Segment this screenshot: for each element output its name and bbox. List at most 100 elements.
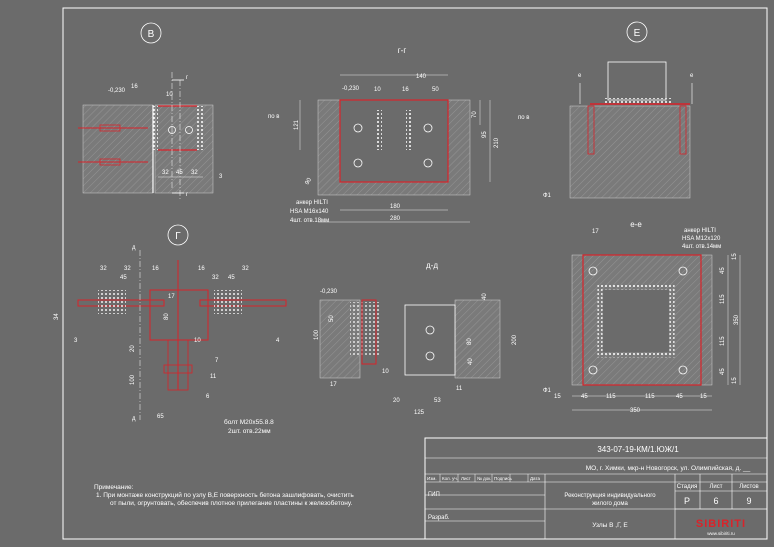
drawing-label: Лист xyxy=(461,476,471,481)
drawing-label: 16 xyxy=(198,266,205,272)
sheet-frame xyxy=(62,7,768,540)
drawing-label: 200 xyxy=(512,334,518,345)
drawing-label: Кол. уч. xyxy=(442,476,458,481)
drawing-label: 65 xyxy=(157,414,164,420)
drawing-label: по в xyxy=(518,115,529,121)
drawing-label: 15 xyxy=(554,394,561,400)
drawing-label: 16 xyxy=(131,84,138,90)
drawing-label: 50 xyxy=(329,315,335,322)
view-ee: е-е 17 анкер HILTI HSA M12х120 4шт. отв.… xyxy=(543,220,741,414)
drawing-label: 16 xyxy=(402,87,409,93)
drawing-label: Изм. xyxy=(427,476,437,481)
drawing-label: 32 xyxy=(212,275,219,281)
drawing-label: 100 xyxy=(314,329,320,340)
lists-value: 9 xyxy=(746,496,751,506)
drawing-label: 32 xyxy=(100,266,107,272)
drawing-label: 17 xyxy=(592,229,599,235)
drawing-label: болт М20х55.8.8 xyxy=(224,418,274,426)
gip-label: ГИП xyxy=(428,492,440,498)
drawing-label: г xyxy=(186,75,189,81)
drawing-label: 45 xyxy=(228,275,235,281)
drawing-label: 7 xyxy=(215,358,219,364)
address: МО, г. Химки, мкр-н Новогорск, ул. Олимп… xyxy=(586,464,751,472)
drawing-label: 350 xyxy=(630,408,641,414)
drawing-label: Стадия xyxy=(677,484,697,490)
drawing-label: 11 xyxy=(210,374,217,380)
drawing-label: 115 xyxy=(720,294,726,304)
drawing-label: № док. xyxy=(477,476,491,481)
drawing-label: д xyxy=(132,416,136,422)
drawing-label: 280 xyxy=(390,216,401,222)
view-g: Г д д 32 32 16 16 32 45 32 45 34 3 4 10 … xyxy=(54,224,287,435)
drawing-label: -0,230 xyxy=(320,289,338,295)
drawing-label: 45 xyxy=(176,170,183,176)
razrab-label: Разраб. xyxy=(428,515,450,521)
drawing-label: 16 xyxy=(152,266,159,272)
drawing-label: 6 xyxy=(206,394,210,400)
drawing-label: Ф1 xyxy=(543,388,552,394)
drawing-label: 45 xyxy=(720,368,726,375)
view-g-label: Г xyxy=(175,231,181,242)
drawing-label: Ф1 xyxy=(543,193,552,199)
drawing-label: Лист xyxy=(709,484,722,490)
project-line-1: Реконструкция индивидуального xyxy=(564,493,656,499)
view-b: В г г -0,230 16 10 3 32 45 32 xyxy=(78,22,223,200)
drawing-label: 121 xyxy=(294,119,300,130)
drawing-label: анкер HILTI xyxy=(684,228,716,234)
drawing-label: д xyxy=(132,245,136,251)
brand-logo: SIBIRITI xyxy=(696,518,746,530)
drawing-label: 10 xyxy=(194,338,201,344)
drawing-label: 32 xyxy=(242,266,249,272)
drawing-label: 20 xyxy=(393,398,400,404)
drawing-label: 10 xyxy=(374,87,381,93)
drawing-label: 32 xyxy=(124,266,131,272)
drawing-label: 10 xyxy=(166,92,173,98)
view-e: Е е е Ф1 xyxy=(543,21,694,199)
view-gg-label: г-г xyxy=(398,46,407,55)
view-ee-label: е-е xyxy=(630,220,642,229)
drawing-label: 15 xyxy=(700,394,707,400)
drawing-label: -0,230 xyxy=(342,86,360,92)
drawing-label: 140 xyxy=(416,74,427,80)
drawing-label: 100 xyxy=(130,374,136,385)
drawing-label: 40 xyxy=(482,293,488,300)
sheet-title: Узлы В ,Г, Е xyxy=(592,522,628,529)
note-line-2: от пыли, огрунтовать, обеспечив плотное … xyxy=(110,499,352,507)
drawing-label: 210 xyxy=(494,137,500,148)
view-e-label: Е xyxy=(634,28,641,39)
doc-code: 343-07-19-КМ/1.ЮЖ/1 xyxy=(597,445,679,454)
drawing-label: 20 xyxy=(130,345,136,352)
drawing-label: 125 xyxy=(414,410,425,416)
drawing-label: 45 xyxy=(676,394,683,400)
drawing-label: Листов xyxy=(739,484,759,490)
drawing-label: 2шт. отв.22мм xyxy=(228,428,271,435)
note: Примечание: 1. При монтаже конструкций п… xyxy=(94,484,354,507)
drawing-label: 45 xyxy=(581,394,588,400)
drawing-label: 95 xyxy=(482,131,488,138)
drawing-label: 3 xyxy=(74,338,78,344)
drawing-label: 17 xyxy=(168,294,175,300)
view-dd-label: д-д xyxy=(426,261,438,270)
drawing-label: 180 xyxy=(390,204,401,210)
drawing-label: 32 xyxy=(191,170,198,176)
drawing-label: е xyxy=(578,73,582,79)
drawing-label: 53 xyxy=(434,398,441,404)
drawing-label: HSA M12х120 xyxy=(682,236,721,242)
drawing-label: 15 xyxy=(732,253,738,260)
view-dd: д-д -0,230 50 100 10 17 20 125 53 11 40 … xyxy=(314,261,518,416)
drawing-label: 32 xyxy=(162,170,169,176)
drawing-label: 80 xyxy=(164,313,170,320)
drawing-label: 15 xyxy=(732,377,738,384)
drawing-label: 40 xyxy=(468,358,474,365)
drawing-label: 11 xyxy=(456,386,463,392)
drawing-label: 45 xyxy=(120,275,127,281)
drawing-label: 45 xyxy=(720,267,726,274)
project-line-2: жилого дома xyxy=(592,501,628,507)
view-gg: г-г 140 10 16 50 -0,230 180 280 70 95 21… xyxy=(268,46,529,224)
drawing-label: 17 xyxy=(330,382,337,388)
drawing-label: 4 xyxy=(276,338,280,344)
drawing-label: HSA M16х140 xyxy=(290,209,329,215)
brand-site: www.sibiriti.ru xyxy=(707,531,735,536)
drawing-label: Подпись xyxy=(494,476,512,481)
